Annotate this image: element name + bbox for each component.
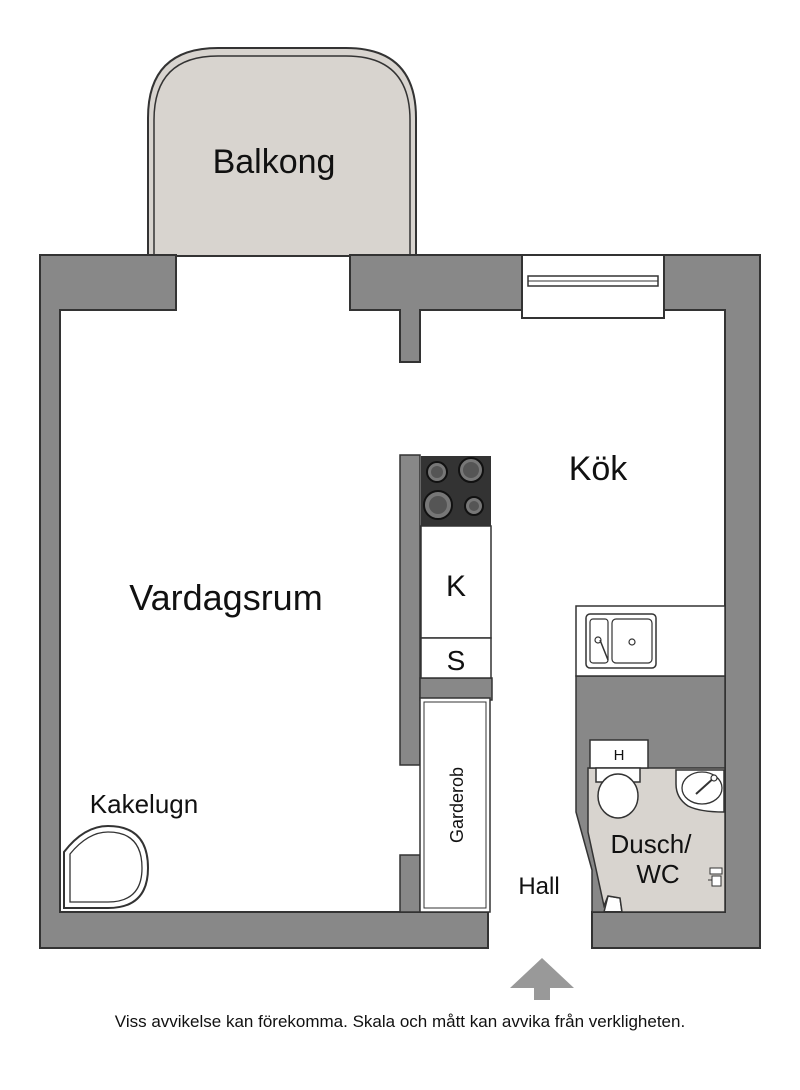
kakelugn-label: Kakelugn — [90, 789, 198, 819]
water-heater-label: H — [614, 747, 625, 764]
wardrobe — [419, 697, 491, 913]
dusch-label: Dusch/ — [611, 829, 693, 859]
water-heater — [589, 739, 649, 769]
fridge — [420, 525, 492, 639]
freezer-label: S — [447, 645, 466, 676]
fridge-label: K — [446, 570, 466, 603]
kok-label: Kök — [569, 450, 629, 488]
toilet-icon — [595, 767, 641, 819]
garderob-label: Garderob — [447, 767, 467, 843]
tiled-stove-icon — [63, 824, 150, 909]
balkong-label: Balkong — [213, 143, 336, 181]
washbasin-icon — [675, 769, 725, 813]
shower-mixer-icon — [708, 867, 723, 887]
vardagsrum-label: Vardagsrum — [129, 577, 322, 618]
entrance-arrow-icon — [510, 958, 574, 1000]
stove-icon — [421, 456, 491, 526]
freezer — [420, 637, 492, 679]
hall-label: Hall — [518, 873, 559, 900]
kitchen-window — [521, 254, 665, 319]
floor-plan: K S Garderob H Balkon — [39, 47, 761, 1000]
sink-icon — [575, 605, 726, 677]
disclaimer-text: Viss avvikelse kan förekomma. Skala och … — [114, 1012, 686, 1031]
wc-label: WC — [636, 859, 679, 889]
balcony — [147, 47, 417, 257]
